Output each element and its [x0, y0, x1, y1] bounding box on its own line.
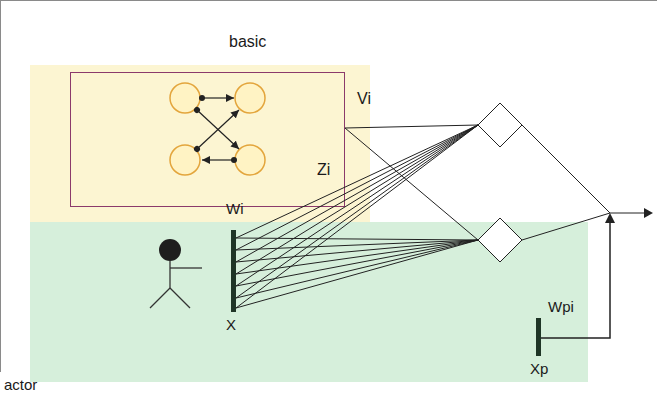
region-heading: basic: [229, 33, 266, 51]
neuron-circle: [235, 83, 265, 113]
output-wire: [610, 213, 645, 214]
weight-label: Vi: [357, 90, 371, 108]
input-label: Xp: [530, 360, 548, 377]
neuron-circle: [170, 83, 200, 113]
label-holder: Xp: [530, 360, 548, 378]
label-holder: X: [226, 316, 236, 334]
label-holder: Wi: [226, 200, 244, 218]
figure-head: [159, 239, 181, 261]
figure-body: [169, 261, 170, 288]
frame-line: [0, 0, 657, 1]
frame-line: [0, 0, 1, 372]
output-wire: [522, 125, 610, 213]
region-heading: Zi: [317, 161, 330, 179]
weight-label: Wi: [226, 200, 244, 217]
neuron-circle: [170, 145, 200, 175]
output-arrowhead: [644, 208, 653, 218]
label-holder: Wpi: [548, 298, 574, 316]
input-label: X: [226, 316, 236, 333]
neuron-circle: [235, 145, 265, 175]
synapse-line: [202, 97, 234, 98]
input-bar: [231, 230, 236, 312]
bias-arrowhead: [605, 213, 615, 223]
input-bar: [536, 318, 541, 356]
label-holder: Vi: [357, 90, 371, 108]
basic-region: Zibasic: [30, 65, 370, 222]
weight-label: Wpi: [548, 298, 574, 315]
unit-diamond: [478, 103, 522, 147]
figure-arm: [170, 267, 202, 268]
synapse-line: [202, 159, 234, 160]
region-heading: actor: [4, 376, 37, 393]
